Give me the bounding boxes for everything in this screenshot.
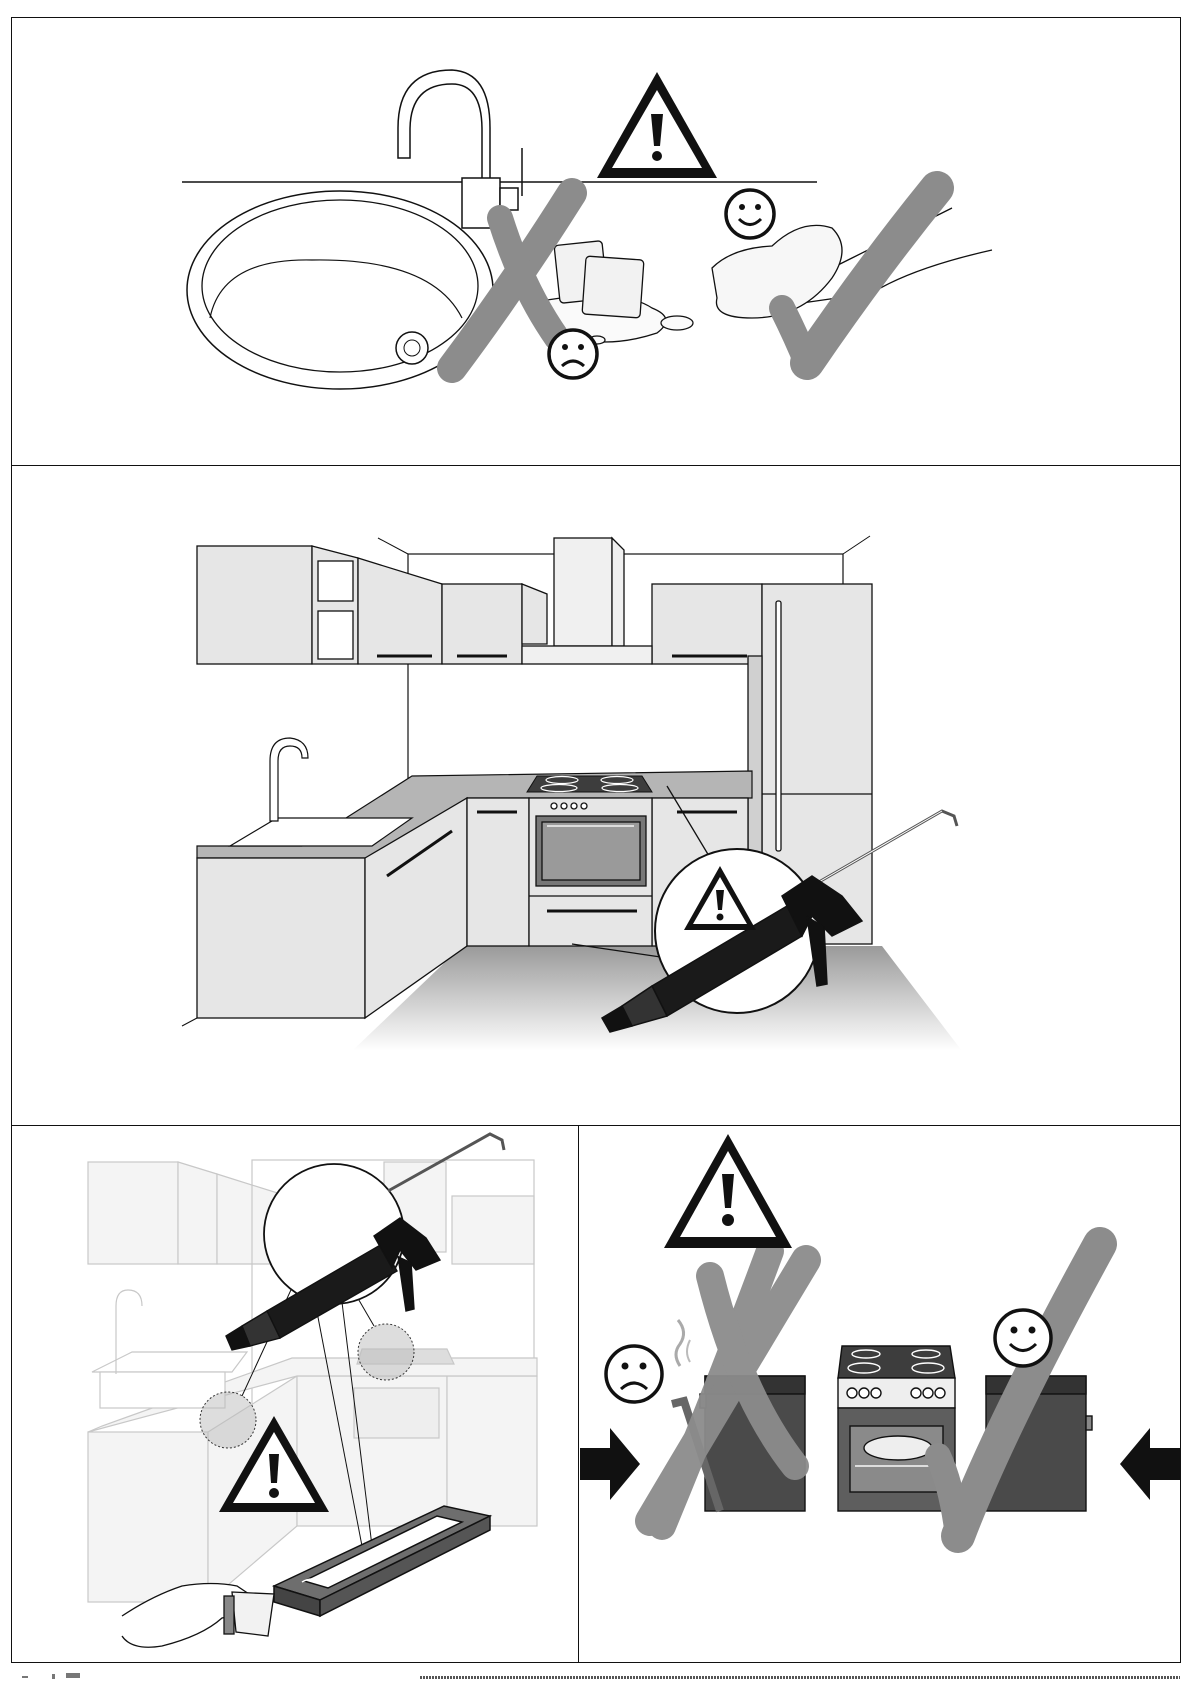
warning-triangle-icon <box>664 1134 792 1248</box>
sad-face-icon <box>606 1346 662 1402</box>
warning-triangle-icon <box>597 72 717 178</box>
panel-kitchen-seal <box>12 466 1180 1126</box>
happy-face-icon <box>726 190 774 238</box>
hob <box>527 776 652 792</box>
sink-illustration <box>12 18 1180 465</box>
oven <box>529 798 652 946</box>
push-arrow-icon <box>1120 1428 1180 1500</box>
hob-seal-illustration <box>12 1126 578 1662</box>
panel-ice-sink <box>12 18 1180 466</box>
panel-gap-spacing <box>580 1126 1180 1662</box>
footer-rule <box>420 1676 1180 1679</box>
kitchen-sink <box>230 738 412 846</box>
sad-face-icon <box>549 330 597 378</box>
happy-face-icon <box>995 1310 1051 1366</box>
push-arrow-icon <box>580 1428 640 1500</box>
gap-illustration <box>580 1126 1180 1662</box>
kitchen-illustration <box>12 466 1180 1125</box>
footer-marks <box>22 1672 82 1680</box>
panel-hob-seal <box>12 1126 579 1662</box>
